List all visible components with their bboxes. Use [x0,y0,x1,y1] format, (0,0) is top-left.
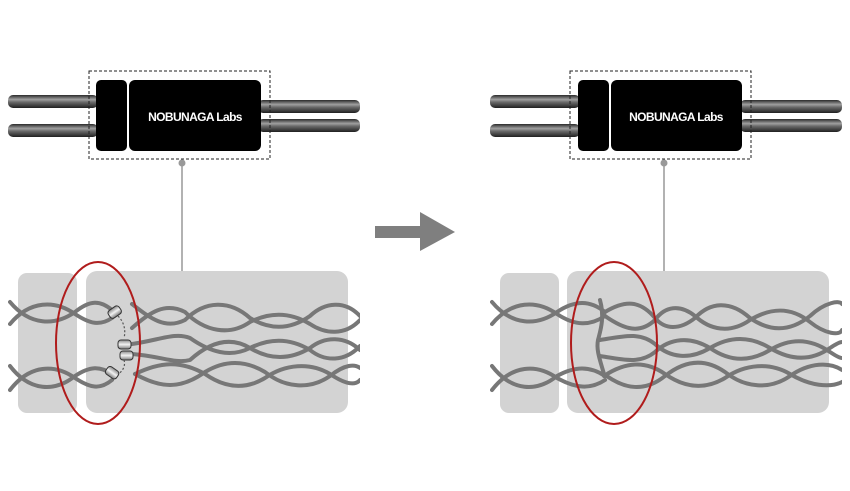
cable-assembly: NOBUNAGA Labs [8,70,360,160]
right-arrow-icon [375,212,455,251]
detail-bg-left [500,273,559,413]
broken-strand-ends [104,305,134,380]
cable-left-bottom [8,124,98,137]
brand-label: NOBUNAGA Labs [148,110,243,124]
detail-view [490,261,842,425]
highlight-ellipse [55,261,141,425]
leader-line [660,159,668,272]
brand-label: NOBUNAGA Labs [629,110,724,124]
detail-bg-left [18,273,77,413]
detail-view [8,261,360,425]
connector-body [611,80,742,151]
selection-frame [569,70,752,160]
cable-right-bottom [740,119,842,132]
strand-left-pair [8,300,114,392]
cable-right-top [740,100,842,113]
connector-block [578,80,609,151]
strand-rejoined [595,298,842,390]
leader-line [178,159,186,272]
highlight-ellipse [570,261,658,425]
strand-left-pair [490,300,607,392]
panel-after: NOBUNAGA Labs [490,70,842,425]
cable-right-top [258,100,360,113]
cable-right-bottom [258,119,360,132]
strand-right-braid [130,302,360,388]
cable-left-top [8,95,98,108]
cable-left-bottom [490,124,580,137]
panel-before: NOBUNAGA Labs [8,70,360,425]
cable-left-top [490,95,580,108]
connector-block [96,80,127,151]
selection-frame [88,70,271,160]
cable-assembly: NOBUNAGA Labs [490,70,842,160]
connector-body [129,80,261,151]
